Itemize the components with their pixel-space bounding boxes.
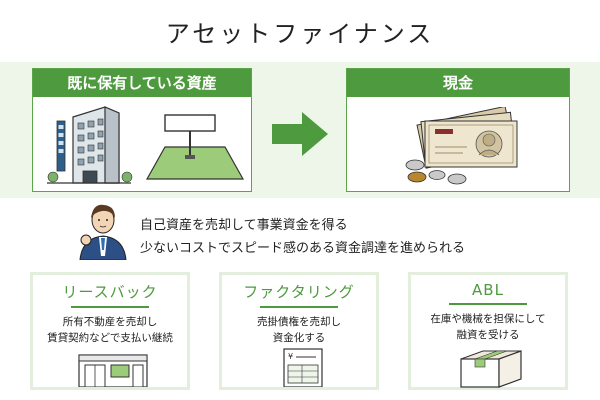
card-title: ABL — [472, 281, 504, 299]
card-title: リースバック — [62, 283, 158, 301]
cash-box: 現金 — [346, 68, 570, 192]
owned-assets-header: 既に保有している資産 — [33, 69, 251, 97]
message-line-1: 自己資産を売却して事業資金を得る — [140, 218, 348, 233]
coins-icon — [405, 159, 467, 185]
card-factoring: ファクタリング 売掛債権を売却し 資金化する ¥ — [219, 272, 379, 390]
card-desc-line: 賃貸契約などで支払い継続 — [47, 332, 173, 344]
card-desc-line: 所有不動産を売却し — [62, 316, 158, 328]
land-lot-sign-icon — [145, 114, 245, 180]
message-line-2: 少ないコストでスピード感のある資金調達を進められる — [140, 241, 466, 256]
card-underline — [260, 306, 338, 308]
businessman-icon — [79, 204, 127, 260]
right-arrow-icon — [272, 112, 328, 156]
card-leaseback: リースバック 所有不動産を売却し 賃貸契約などで支払い継続 — [30, 272, 190, 390]
invoice-icon: ¥ — [283, 348, 323, 387]
card-underline — [449, 303, 527, 305]
card-underline — [71, 306, 149, 308]
card-abl: ABL 在庫や機械を担保にして 融資を受ける — [408, 272, 568, 390]
card-description: 売掛債権を売却し 資金化する — [222, 314, 376, 346]
cardboard-box-icon — [460, 350, 522, 388]
office-building-icon — [47, 106, 133, 184]
banknotes-icon — [416, 107, 518, 169]
card-title: ファクタリング — [243, 283, 355, 301]
card-desc-line: 資金化する — [272, 332, 326, 344]
cash-header: 現金 — [347, 69, 569, 97]
page-title: アセットファイナンス — [165, 20, 435, 48]
card-desc-line: 在庫や機械を担保にして — [430, 313, 546, 325]
card-desc-line: 売掛債権を売却し — [257, 316, 341, 328]
card-description: 在庫や機械を担保にして 融資を受ける — [411, 311, 565, 343]
svg-text:¥: ¥ — [288, 352, 293, 361]
owned-assets-box: 既に保有している資産 — [32, 68, 252, 192]
card-description: 所有不動産を売却し 賃貸契約などで支払い継続 — [33, 314, 187, 346]
card-desc-line: 融資を受ける — [456, 329, 520, 341]
storefront-icon — [78, 354, 148, 387]
